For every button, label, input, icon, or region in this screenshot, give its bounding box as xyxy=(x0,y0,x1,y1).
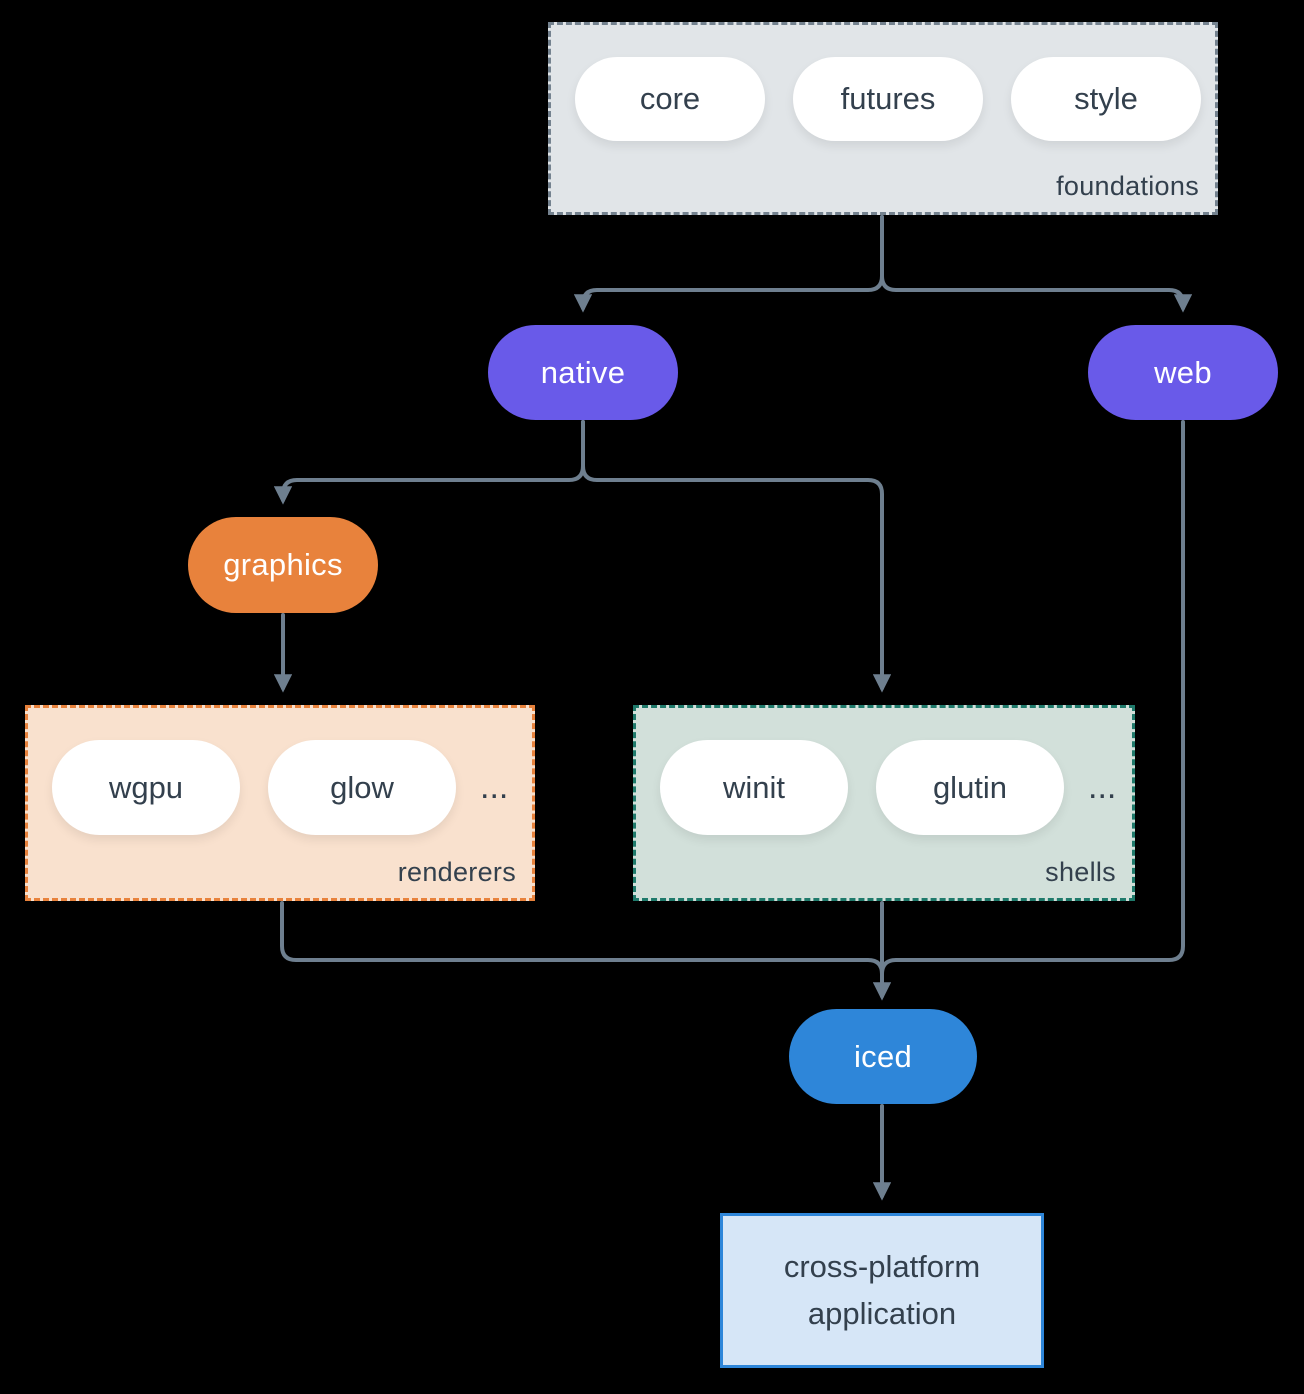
shells-ellipsis: ... xyxy=(1088,768,1117,806)
node-core: core xyxy=(575,57,765,141)
node-winit: winit xyxy=(660,740,848,835)
edge-renderers-merge xyxy=(280,901,884,976)
renderers-ellipsis: ... xyxy=(480,768,509,806)
node-wgpu: wgpu xyxy=(52,740,240,835)
renderers-pill-row: wgpu glow ... xyxy=(52,740,508,835)
foundations-label: foundations xyxy=(1056,171,1199,201)
node-futures: futures xyxy=(793,57,983,141)
node-cross-platform-application: cross-platform application xyxy=(720,1213,1044,1368)
shells-group: winit glutin ... shells xyxy=(633,705,1135,901)
node-iced: iced xyxy=(789,1009,977,1104)
renderers-label: renderers xyxy=(397,857,516,887)
edge-foundations-native xyxy=(573,215,884,313)
foundations-pill-row: core futures style xyxy=(575,57,1201,141)
foundations-group: core futures style foundations xyxy=(548,22,1218,215)
edge-foundations-web xyxy=(880,215,1193,313)
shells-label: shells xyxy=(1045,857,1116,887)
edge-native-shells xyxy=(581,420,892,693)
node-web: web xyxy=(1088,325,1278,420)
node-style: style xyxy=(1011,57,1201,141)
shells-pill-row: winit glutin ... xyxy=(660,740,1116,835)
edge-native-graphics xyxy=(273,420,585,505)
renderers-group: wgpu glow ... renderers xyxy=(25,705,535,901)
node-graphics: graphics xyxy=(188,517,378,613)
node-glutin: glutin xyxy=(876,740,1064,835)
node-glow: glow xyxy=(268,740,456,835)
node-native: native xyxy=(488,325,678,420)
